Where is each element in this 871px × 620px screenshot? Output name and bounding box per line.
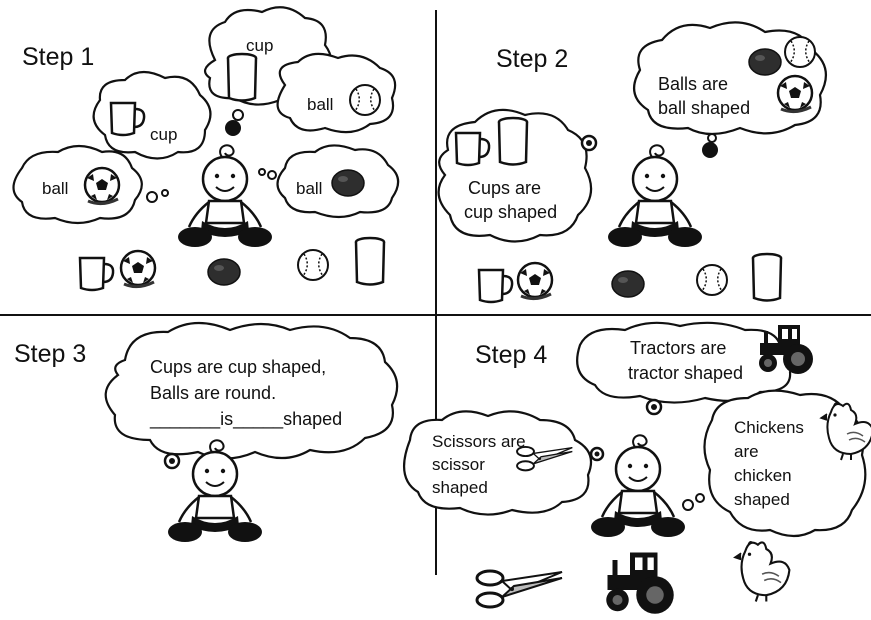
dark-ball-icon <box>208 259 240 285</box>
label-balls-line1: Balls are <box>658 74 728 95</box>
label-step3-line3: _______is_____shaped <box>150 409 342 430</box>
label-ball-left: ball <box>42 179 68 199</box>
baby-icon <box>178 145 272 247</box>
label-chickens-line4: shaped <box>734 490 790 510</box>
label-cup-top: cup <box>246 36 273 56</box>
label-tractors-line2: tractor shaped <box>628 363 743 384</box>
step3-title: Step 3 <box>14 340 86 369</box>
label-ball-right: ball <box>307 95 333 115</box>
baseball-icon <box>697 265 727 295</box>
dark-ball-icon <box>749 49 781 75</box>
step2-title: Step 2 <box>496 45 568 74</box>
cup-icon <box>753 254 781 301</box>
step1-title: Step 1 <box>22 43 94 72</box>
thought-cloud-ball-left <box>14 146 142 223</box>
label-scissors-line3: shaped <box>432 478 488 498</box>
label-tractors-line1: Tractors are <box>630 338 726 359</box>
chicken-icon <box>735 541 790 601</box>
mug-icon <box>80 258 113 290</box>
soccer-ball-icon <box>778 76 812 112</box>
mug-icon <box>479 270 512 302</box>
label-scissors-line2: scissor <box>432 455 485 475</box>
baby-icon <box>608 145 702 247</box>
label-cup-left: cup <box>150 125 177 145</box>
baseball-icon <box>350 85 380 115</box>
tractor-icon <box>606 553 674 614</box>
cup-icon <box>499 118 527 165</box>
dark-ball-icon <box>612 271 644 297</box>
baby-icon <box>591 435 685 537</box>
baseball-icon <box>785 37 815 67</box>
soccer-ball-icon <box>121 251 155 287</box>
cup-icon <box>356 238 384 285</box>
step3-panel <box>106 323 397 542</box>
label-chickens-line2: are <box>734 442 759 462</box>
dark-ball-icon <box>332 170 364 196</box>
soccer-ball-icon <box>518 263 552 299</box>
step4-title: Step 4 <box>475 341 547 370</box>
label-chickens-line1: Chickens <box>734 418 804 438</box>
label-cups-line2: cup shaped <box>464 202 557 223</box>
label-chickens-line3: chicken <box>734 466 792 486</box>
label-step3-line1: Cups are cup shaped, <box>150 357 326 378</box>
cup-icon <box>228 54 256 101</box>
label-ball-mid: ball <box>296 179 322 199</box>
label-scissors-line1: Scissors are <box>432 432 526 452</box>
baseball-icon <box>298 250 328 280</box>
label-balls-line2: ball shaped <box>658 98 750 119</box>
tractor-icon <box>759 325 813 374</box>
scissors-icon <box>477 571 562 607</box>
soccer-ball-icon <box>85 168 119 204</box>
label-cups-line1: Cups are <box>468 178 541 199</box>
label-step3-line2: Balls are round. <box>150 383 276 404</box>
